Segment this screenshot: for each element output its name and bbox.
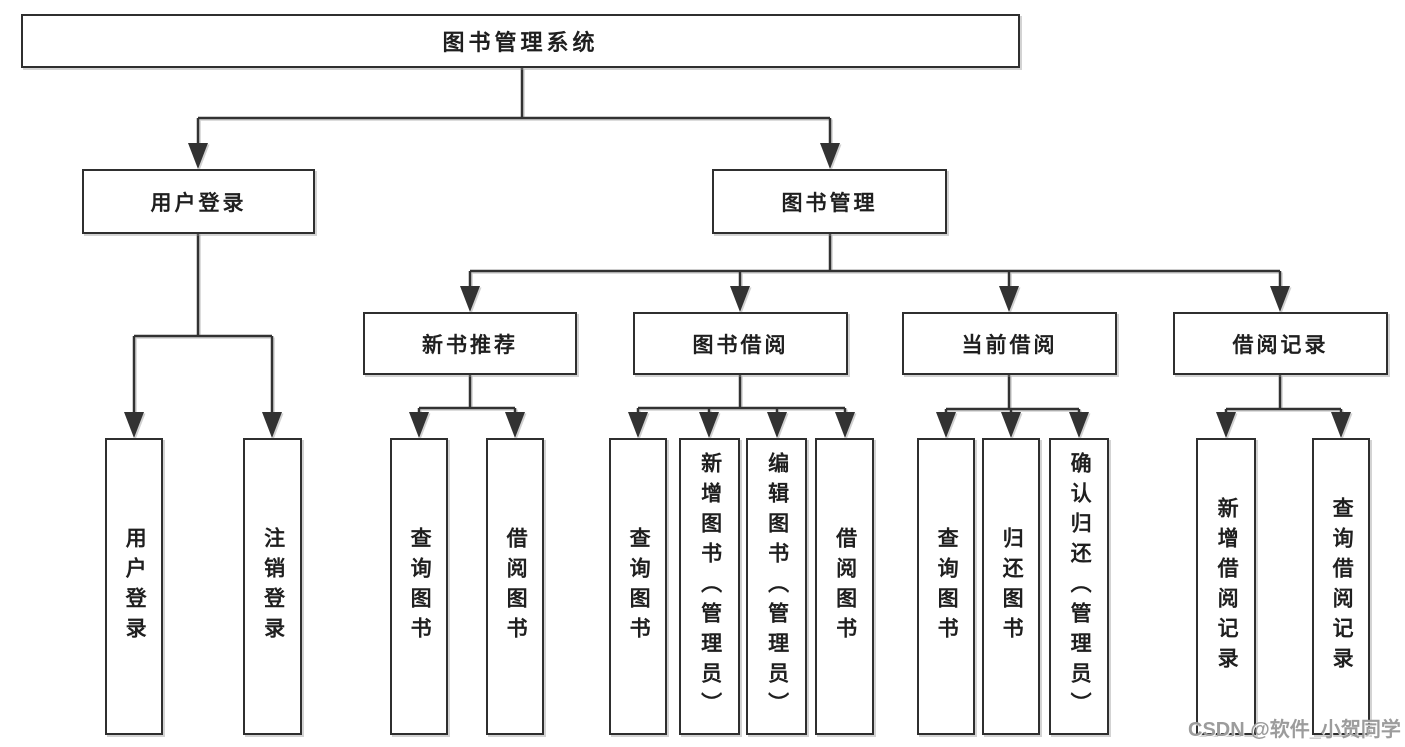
node-book-borrow: 图书借阅 bbox=[633, 312, 848, 375]
node-user-login-module: 用户登录 bbox=[82, 169, 315, 234]
arrow-down-icon bbox=[409, 412, 429, 438]
arrow-down-icon bbox=[936, 412, 956, 438]
connector-root-to-level2 bbox=[196, 68, 832, 146]
arrow-down-icon bbox=[1001, 412, 1021, 438]
arrow-down-icon bbox=[699, 412, 719, 438]
node-leaf-confirm-return-admin: 确认归还（管理员） bbox=[1049, 438, 1109, 735]
node-label: 借阅记录 bbox=[1232, 333, 1329, 357]
node-leaf-add-borrow-record: 新增借阅记录 bbox=[1196, 438, 1256, 735]
arrow-down-icon bbox=[188, 143, 208, 169]
node-label: 新增借阅记录 bbox=[1215, 496, 1239, 677]
arrowheads-group bbox=[124, 143, 1351, 438]
node-new-book-recommend: 新书推荐 bbox=[363, 312, 577, 375]
arrow-down-icon bbox=[999, 286, 1019, 312]
arrow-down-icon bbox=[505, 412, 525, 438]
node-leaf-edit-book-admin: 编辑图书（管理员） bbox=[746, 438, 807, 735]
node-label: 借阅图书 bbox=[833, 526, 857, 647]
node-label: 查询图书 bbox=[935, 526, 959, 647]
csdn-watermark: CSDN @软件_小贺同学 bbox=[1188, 719, 1401, 741]
node-label: 图书借阅 bbox=[692, 333, 789, 357]
connector-bookmgmt-to-level3 bbox=[468, 234, 1282, 289]
arrow-down-icon bbox=[1216, 412, 1236, 438]
node-label: 用户登录 bbox=[123, 526, 147, 647]
arrow-down-icon bbox=[767, 412, 787, 438]
node-leaf-query-borrow-record: 查询借阅记录 bbox=[1312, 438, 1370, 735]
node-label: 新书推荐 bbox=[422, 333, 518, 357]
connector-group bbox=[132, 68, 1343, 415]
node-leaf-add-book-admin: 新增图书（管理员） bbox=[679, 438, 740, 735]
connector-bookborrow-to-leaves bbox=[636, 375, 847, 415]
node-leaf-borrow-book-1: 借阅图书 bbox=[486, 438, 544, 735]
node-label: 查询图书 bbox=[408, 526, 432, 647]
node-leaf-query-book-3: 查询图书 bbox=[917, 438, 975, 735]
connector-records-to-leaves bbox=[1224, 375, 1343, 415]
node-label: 借阅图书 bbox=[504, 526, 528, 647]
arrow-down-icon bbox=[124, 412, 144, 438]
node-label: 图书管理系统 bbox=[442, 30, 599, 55]
arrow-down-icon bbox=[628, 412, 648, 438]
node-leaf-user-login: 用户登录 bbox=[105, 438, 163, 735]
node-book-management-module: 图书管理 bbox=[712, 169, 947, 234]
arrow-down-icon bbox=[262, 412, 282, 438]
arrow-down-icon bbox=[460, 286, 480, 312]
arrow-down-icon bbox=[1069, 412, 1089, 438]
node-leaf-borrow-book-2: 借阅图书 bbox=[815, 438, 874, 735]
arrow-down-icon bbox=[1270, 286, 1290, 312]
node-root-system: 图书管理系统 bbox=[21, 14, 1020, 68]
node-borrow-records: 借阅记录 bbox=[1173, 312, 1388, 375]
arrow-down-icon bbox=[730, 286, 750, 312]
node-label: 新增图书（管理员） bbox=[698, 451, 722, 722]
node-label: 确认归还（管理员） bbox=[1068, 451, 1092, 722]
node-label: 编辑图书（管理员） bbox=[765, 451, 789, 722]
node-leaf-return-book: 归还图书 bbox=[982, 438, 1040, 735]
connector-currentborrow-to-leaves bbox=[944, 375, 1081, 415]
node-label: 查询图书 bbox=[627, 526, 651, 647]
connector-userlogin-to-leaves bbox=[132, 233, 274, 414]
node-leaf-query-book-1: 查询图书 bbox=[390, 438, 448, 735]
arrow-down-icon bbox=[1331, 412, 1351, 438]
node-current-borrow: 当前借阅 bbox=[902, 312, 1117, 375]
node-leaf-query-book-2: 查询图书 bbox=[609, 438, 667, 735]
node-label: 当前借阅 bbox=[961, 333, 1058, 357]
connector-newbooks-to-leaves bbox=[417, 375, 517, 415]
arrow-down-icon bbox=[835, 412, 855, 438]
node-label: 图书管理 bbox=[781, 191, 878, 215]
arrow-down-icon bbox=[820, 143, 840, 169]
node-leaf-logout: 注销登录 bbox=[243, 438, 302, 735]
node-label: 用户登录 bbox=[150, 191, 247, 215]
node-label: 查询借阅记录 bbox=[1330, 496, 1354, 677]
node-label: 注销登录 bbox=[261, 526, 285, 647]
node-label: 归还图书 bbox=[1000, 526, 1024, 647]
